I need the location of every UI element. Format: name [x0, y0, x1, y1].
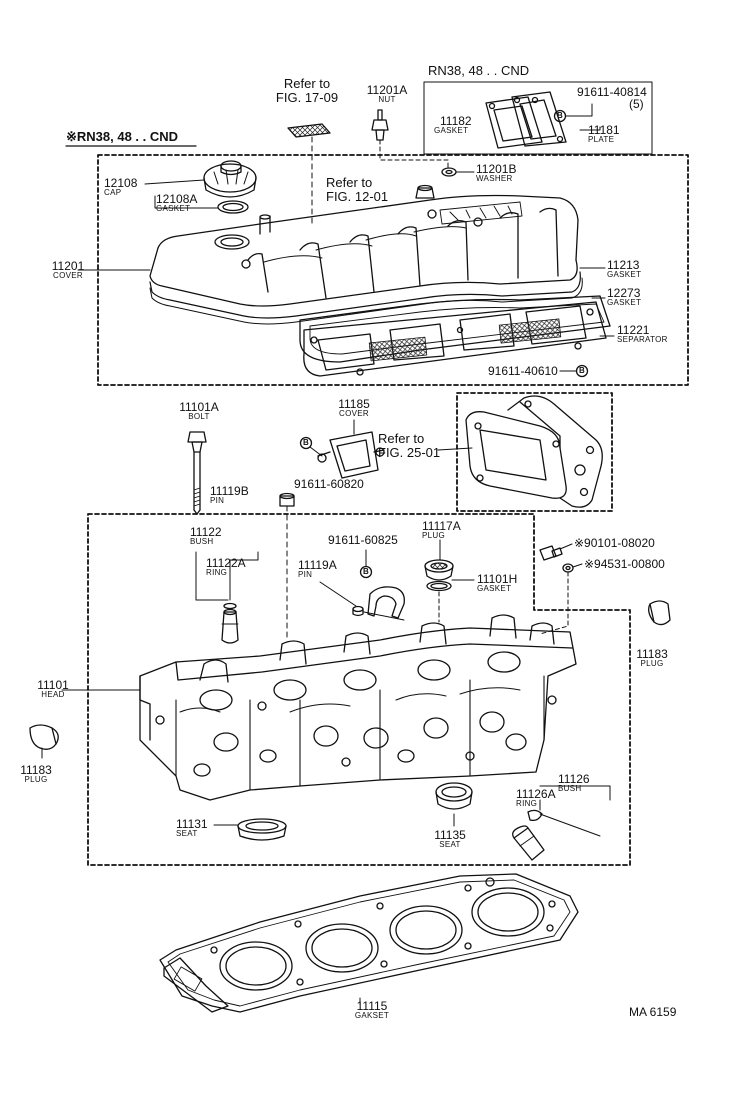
- part-label-12108A: 12108A GASKET: [156, 192, 198, 213]
- part-label-11119B: 11119B PIN: [210, 484, 249, 505]
- part-label-11122: 11122 BUSH: [190, 525, 222, 546]
- plate-11181: [511, 91, 567, 147]
- gasket-11101H: [426, 580, 452, 592]
- plug-11117A: [424, 559, 454, 581]
- ref-figure: FIG. 17-09: [275, 90, 339, 106]
- part-label-12273: 12273 GASKET: [607, 286, 642, 307]
- part-label-91611-40610: 91611-40610: [488, 364, 558, 378]
- part-label-90101-08020: ※90101-08020: [574, 536, 655, 550]
- part-label-11221: 11221 SEPARATOR: [617, 323, 668, 344]
- part-label-11122A: 11122A RING: [206, 556, 246, 577]
- housing-fig2501: [465, 395, 603, 508]
- gasket-fig1709: [287, 123, 331, 138]
- part-label-91611-60820: 91611-60820: [294, 477, 364, 491]
- badge-letter: B: [578, 366, 586, 375]
- gasket-11182: [485, 96, 543, 149]
- part-label-91611-60825: 91611-60825: [328, 533, 398, 547]
- figure-code: MA 6159: [629, 1005, 677, 1019]
- washer-11201B: [441, 167, 457, 177]
- part-label-11201B: 11201B WASHER: [476, 162, 517, 183]
- ref-figure: FIG. 25-01: [378, 445, 441, 461]
- part-label-11135: 11135 SEAT: [434, 828, 466, 849]
- valve-cover-11201: [149, 194, 583, 325]
- part-label-12108: 12108 CAP: [104, 176, 138, 197]
- part-label-11213: 11213 GASKET: [607, 258, 642, 279]
- part-label-11183-left: 11183 PLUG: [20, 763, 52, 784]
- inset-plate-box: [423, 81, 653, 155]
- plug-11183-right: [648, 600, 671, 626]
- plug-11183-left: [29, 724, 59, 750]
- badge-letter: B: [362, 567, 370, 576]
- pin-11119B: [279, 492, 295, 507]
- ring-11122A: [223, 602, 237, 610]
- part-label-11183-right: 11183 PLUG: [636, 647, 668, 668]
- part-label-91611-40814: 91611-40814 (5): [577, 85, 647, 111]
- badge-letter: B: [302, 438, 310, 447]
- header-right: RN38, 48 . . CND: [428, 63, 530, 78]
- washer-94531-00800: [562, 563, 574, 573]
- part-label-11119A: 11119A PIN: [298, 558, 337, 579]
- part-label-11126: 11126 BUSH: [558, 772, 590, 793]
- header-left: ※RN38, 48 . . CND: [66, 129, 179, 144]
- cylinder-head-11101: [139, 614, 577, 801]
- part-label-11182: 11182 GASKET: [434, 114, 472, 135]
- separator-11221: [303, 301, 607, 377]
- ref-text: Refer to: [326, 175, 373, 190]
- part-label-11126A: 11126A RING: [516, 787, 556, 808]
- pin-11119A: [352, 605, 364, 617]
- ref-figure: FIG. 12-01: [326, 189, 389, 205]
- badge-icon: [299, 436, 313, 450]
- ref-text: Refer to: [283, 76, 331, 91]
- part-label-11201: 11201 COVER: [51, 259, 85, 280]
- ref-fig-12-01: Refer to FIG. 12-01: [326, 175, 389, 205]
- ref-text: Refer to: [378, 431, 425, 446]
- bolt-11101A: [187, 431, 207, 515]
- ref-fig-25-01: Refer to FIG. 25-01: [378, 431, 441, 461]
- part-label-11101H: 11101H GASKET: [477, 572, 518, 593]
- part-label-11117A: 11117A PLUG: [422, 519, 461, 540]
- cover-group-box: [97, 154, 689, 386]
- bracket-91611-60825: [363, 586, 405, 621]
- part-label-11181: 11181 PLATE: [588, 123, 620, 144]
- part-label-11201A: 11201A NUT: [366, 83, 408, 104]
- part-label-11131: 11131 SEAT: [176, 817, 208, 838]
- fig2501-box: [456, 392, 613, 512]
- ref-fig-17-09: Refer to FIG. 17-09: [275, 76, 339, 106]
- part-label-11185: 11185 COVER: [338, 397, 370, 418]
- badge-letter: B: [556, 111, 564, 120]
- bush-11126: [512, 825, 545, 861]
- head-gasket-11115: [159, 873, 579, 1013]
- gasket-12108A: [217, 200, 249, 214]
- ring-11126A: [527, 809, 543, 822]
- part-label-11101A: 11101A BOLT: [179, 400, 219, 421]
- head-group-box: [87, 513, 631, 866]
- seat-11131: [237, 818, 287, 841]
- seat-11135: [435, 782, 473, 810]
- part-label-94531-00800: ※94531-00800: [584, 557, 665, 571]
- part-label-11115: 11115 GAKSET: [354, 999, 390, 1020]
- nut-11201A: [371, 109, 389, 141]
- bolt-90101-08020: [539, 545, 563, 561]
- oil-cap-12108: [203, 160, 257, 198]
- part-label-11101: 11101 HEAD: [37, 678, 69, 699]
- gasket-12273: [299, 295, 611, 363]
- cover-11185: [317, 431, 385, 479]
- nut-fig1201: [415, 184, 435, 199]
- bush-11122: [221, 608, 239, 644]
- badge-icon: [575, 364, 589, 378]
